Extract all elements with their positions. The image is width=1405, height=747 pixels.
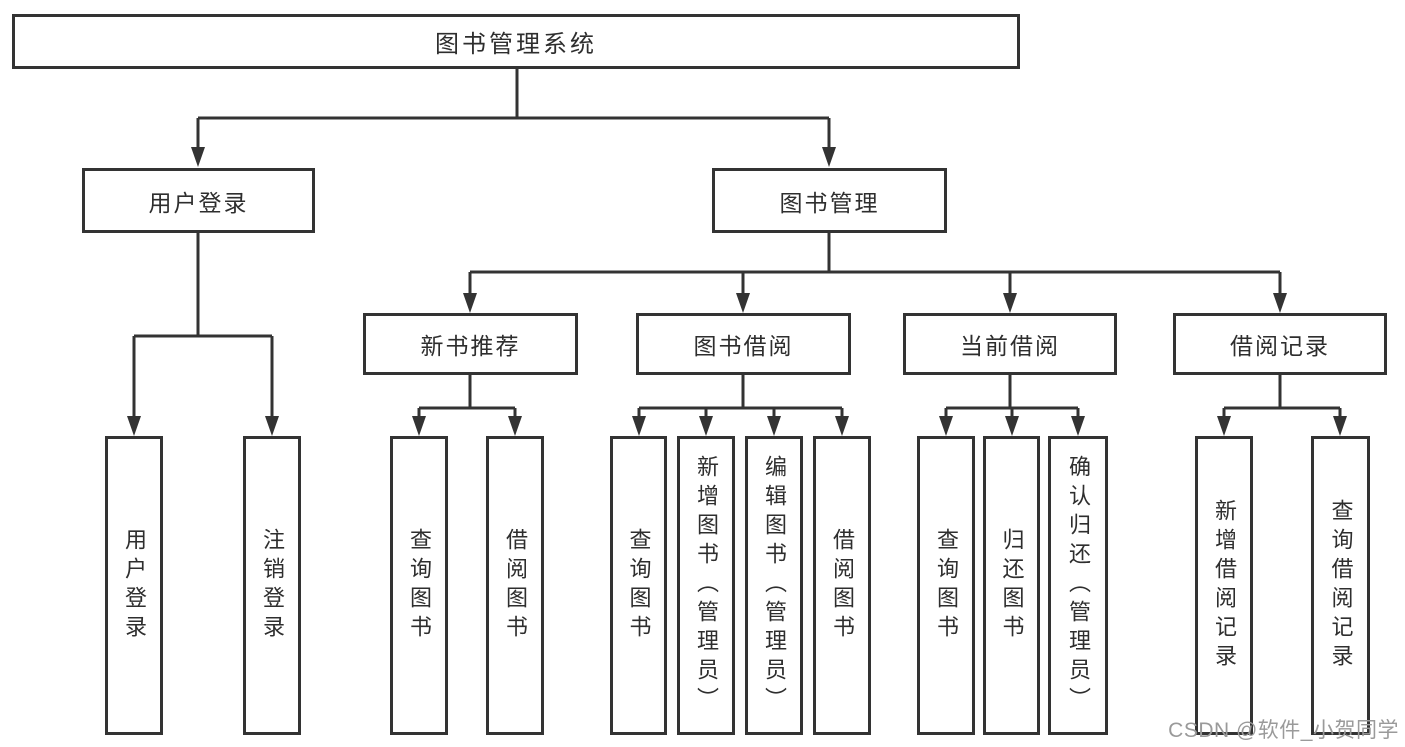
node-label: 借阅图书 bbox=[503, 527, 528, 644]
connector-path-group bbox=[132, 69, 1342, 420]
node-borrow-books-recommend: 借阅图书 bbox=[486, 436, 544, 735]
node-borrow-books: 借阅图书 bbox=[813, 436, 871, 735]
node-current-borrow: 当前借阅 bbox=[903, 313, 1117, 375]
node-label: 编辑图书（管理员） bbox=[762, 455, 787, 716]
node-new-book-recommend: 新书推荐 bbox=[363, 313, 578, 375]
node-query-books-recommend: 查询图书 bbox=[390, 436, 448, 735]
node-label: 借阅图书 bbox=[830, 527, 855, 644]
node-label: 用户登录 bbox=[122, 527, 147, 644]
node-query-books-current: 查询图书 bbox=[917, 436, 975, 735]
arrowhead-group bbox=[127, 147, 1347, 436]
node-add-borrow-record: 新增借阅记录 bbox=[1195, 436, 1253, 735]
node-book-borrow: 图书借阅 bbox=[636, 313, 851, 375]
node-label: 查询图书 bbox=[934, 527, 959, 644]
node-confirm-return-admin: 确认归还（管理员） bbox=[1048, 436, 1108, 735]
node-logout-action: 注销登录 bbox=[243, 436, 301, 735]
node-add-books-admin: 新增图书（管理员） bbox=[677, 436, 735, 735]
node-label: 归还图书 bbox=[999, 527, 1025, 644]
node-label: 注销登录 bbox=[260, 527, 285, 644]
node-library-management-system: 图书管理系统 bbox=[12, 14, 1020, 69]
node-label: 新增借阅记录 bbox=[1212, 498, 1237, 673]
node-label: 确认归还（管理员） bbox=[1066, 455, 1091, 716]
csdn-watermark: CSDN @软件_小贺同学 bbox=[1168, 719, 1399, 742]
node-query-borrow-record: 查询借阅记录 bbox=[1311, 436, 1370, 735]
node-user-login: 用户登录 bbox=[82, 168, 315, 233]
node-label: 查询图书 bbox=[407, 527, 432, 644]
node-label: 查询图书 bbox=[626, 527, 652, 644]
node-label: 查询借阅记录 bbox=[1328, 498, 1354, 673]
node-return-books: 归还图书 bbox=[983, 436, 1040, 735]
node-edit-books-admin: 编辑图书（管理员） bbox=[745, 436, 803, 735]
node-book-management: 图书管理 bbox=[712, 168, 947, 233]
node-borrow-record: 借阅记录 bbox=[1173, 313, 1387, 375]
node-label: 新增图书（管理员） bbox=[694, 455, 719, 716]
node-user-login-action: 用户登录 bbox=[105, 436, 163, 735]
node-query-books-borrow: 查询图书 bbox=[610, 436, 667, 735]
